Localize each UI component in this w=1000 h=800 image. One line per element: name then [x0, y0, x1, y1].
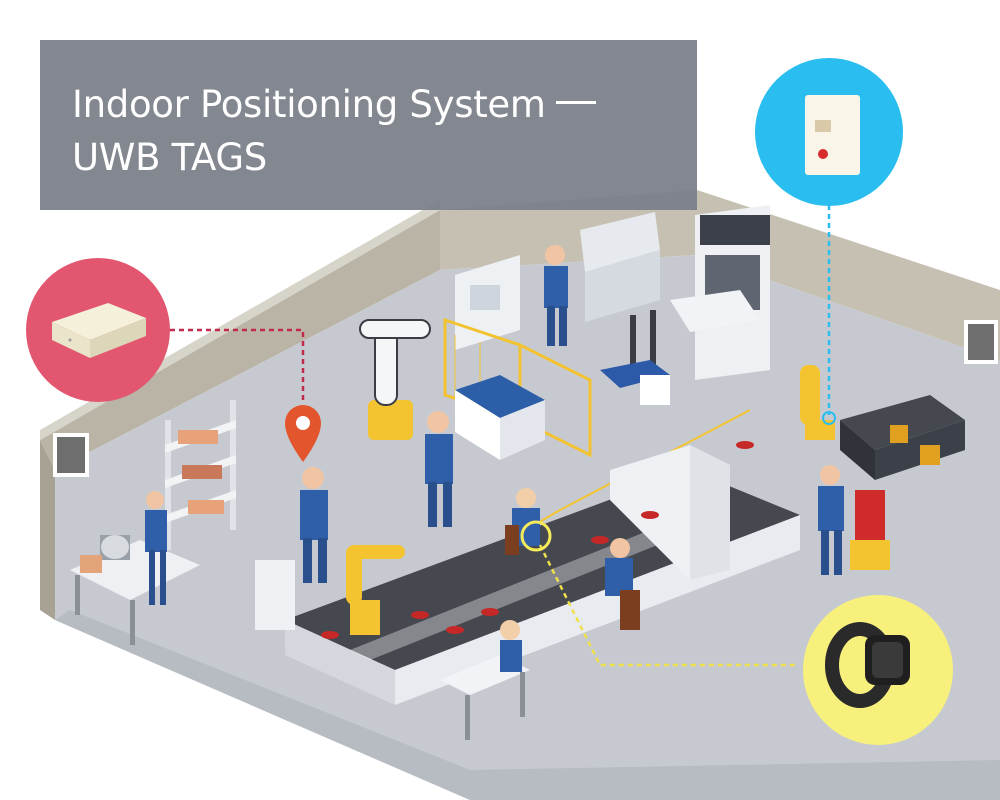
title-dash: [555, 101, 596, 104]
seated-worker-center: [505, 488, 540, 555]
floor-shade: [55, 610, 1000, 800]
worker-standing-center: [425, 411, 453, 527]
robot-arm-yellow: [255, 545, 405, 635]
worker-back: [544, 245, 568, 346]
wristband-connector-line: [538, 544, 795, 667]
pallet-jack: [600, 310, 670, 405]
workbench-left: [70, 491, 200, 645]
seated-worker-right: [605, 538, 640, 630]
uwb-badge-icon: [755, 58, 903, 206]
left-wall-face: [40, 440, 55, 620]
sewing-station: [440, 620, 530, 740]
back-wall-right: [440, 190, 1000, 360]
tag-highlight-ring: [520, 520, 552, 552]
worker-standing-left: [300, 467, 328, 583]
storage-shelf: [165, 400, 236, 550]
gift-conveyor: [800, 365, 965, 570]
title-text-1: Indoor Positioning System: [72, 83, 546, 126]
shoes-on-belt: [321, 441, 754, 639]
left-window: [53, 433, 89, 477]
badge-highlight-ring: [822, 411, 836, 425]
page-title-line-1: Indoor Positioning System: [72, 78, 697, 131]
back-wall-left: [40, 210, 440, 470]
title-panel: Indoor Positioning System UWB TAGS: [40, 40, 697, 210]
uwb-wristband-icon: [803, 595, 953, 745]
machinery-back: [455, 205, 770, 380]
right-window: [964, 320, 998, 364]
worker-right: [818, 465, 844, 575]
blue-table: [455, 375, 545, 460]
page-title-line-2: UWB TAGS: [72, 136, 267, 179]
robot-arm-left: [359, 319, 431, 440]
uwb-anchor-icon: [26, 258, 170, 402]
location-pin-icon: [285, 405, 321, 462]
